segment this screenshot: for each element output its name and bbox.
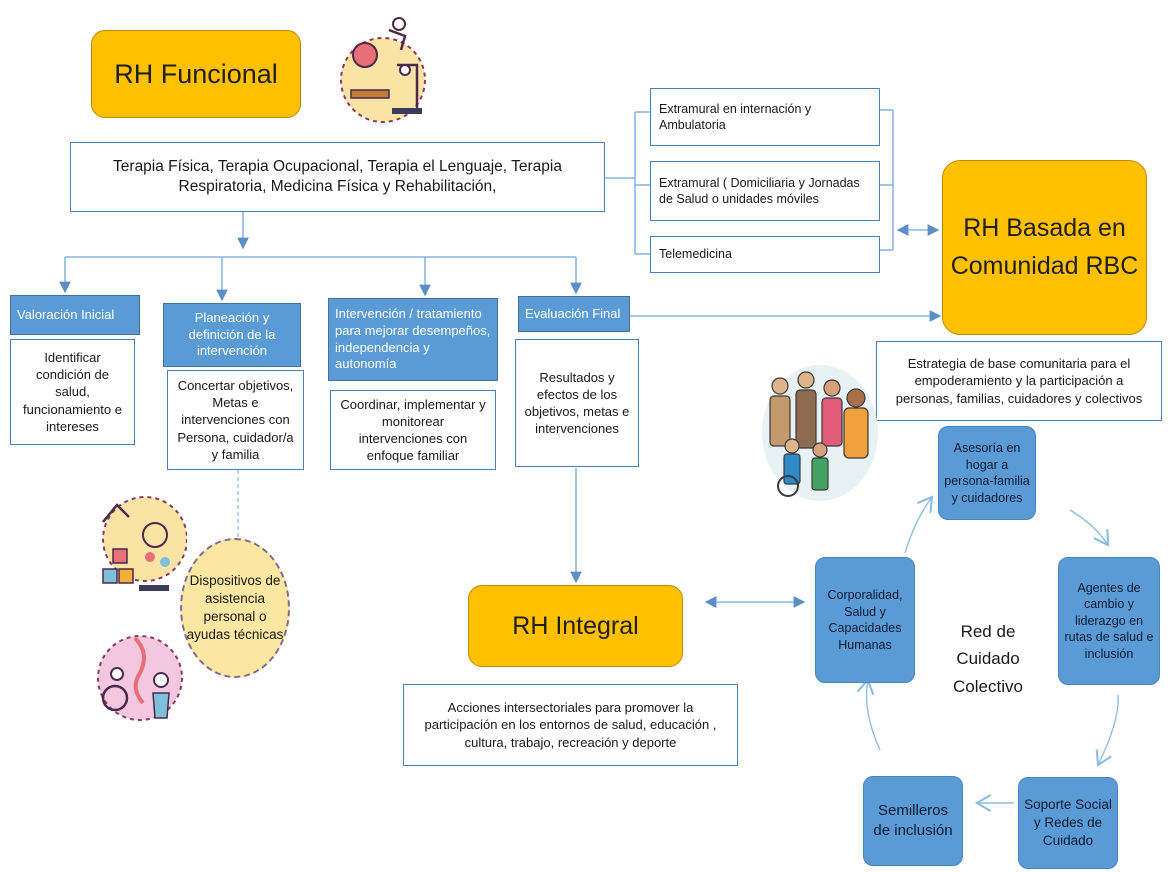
integral-actions-text: Acciones intersectoriales para promover … [424, 700, 717, 750]
network-node-agentes: Agentes de cambio y liderazgo en rutas d… [1058, 557, 1160, 685]
arrow-cycle-2 [1069, 509, 1108, 545]
stage-valoracion-header: Valoración Inicial [10, 295, 140, 335]
rh-rbc-title: RH Basada en Comunidad RBC [950, 214, 1139, 280]
rh-funcional-title: RH Funcional [114, 58, 278, 89]
modality-extramural-domiciliaria: Extramural ( Domiciliaria y Jornadas de … [650, 161, 880, 221]
network-center-label: Red de Cuidado Colectivo [953, 622, 1023, 696]
rh-integral-title: RH Integral [512, 611, 639, 640]
modality-telemedicina: Telemedicina [650, 236, 880, 273]
disability-illustration-icon [95, 618, 185, 743]
stage-planeacion-detail: Concertar objetivos, Metas e intervencio… [167, 370, 304, 470]
stage-evaluacion-detail: Resultados y efectos de los objetivos, m… [515, 339, 639, 467]
arrow-cycle-1 [904, 497, 932, 554]
community-people-illustration-icon [758, 358, 880, 503]
stage-valoracion-detail: Identificar condición de salud, funciona… [10, 339, 135, 445]
modality-extramural-internacion: Extramural en internación y Ambulatoria [650, 88, 880, 146]
stage-intervencion-header: Intervención / tratamiento para mejorar … [328, 298, 498, 381]
devices-text: Dispositivos de asistencia personal o ay… [186, 572, 284, 643]
devices-circle: Dispositivos de asistencia personal o ay… [180, 538, 290, 678]
network-node-soporte: Soporte Social y Redes de Cuidado [1018, 777, 1118, 869]
therapy-illustration-icon [337, 10, 429, 140]
network-node-corporalidad: Corporalidad, Salud y Capacidades Humana… [815, 557, 915, 683]
stage-intervencion-detail: Coordinar, implementar y monitorear inte… [330, 390, 496, 470]
arrow-cycle-3 [1098, 694, 1119, 765]
therapies-box: Terapia Física, Terapia Ocupacional, Ter… [70, 142, 605, 212]
toys-illustration-icon [95, 477, 188, 607]
rh-rbc-title-box: RH Basada en Comunidad RBC [942, 160, 1147, 335]
stage-evaluacion-header: Evaluación Final [518, 296, 630, 332]
network-node-semilleros: Semilleros de inclusión [863, 776, 963, 866]
therapies-text: Terapia Física, Terapia Ocupacional, Ter… [113, 157, 562, 195]
integral-actions-box: Acciones intersectoriales para promover … [403, 684, 738, 766]
rbc-strategy-text: Estrategia de base comunitaria para el e… [895, 356, 1143, 406]
network-node-asesoria: Asesoría en hogar a persona-familia y cu… [938, 426, 1036, 520]
rh-funcional-title-box: RH Funcional [91, 30, 301, 118]
rbc-strategy-box: Estrategia de base comunitaria para el e… [876, 341, 1162, 421]
stage-planeacion-header: Planeación y definición de la intervenci… [163, 303, 301, 367]
arrow-cycle-5 [867, 680, 881, 751]
rh-integral-title-box: RH Integral [468, 585, 683, 667]
